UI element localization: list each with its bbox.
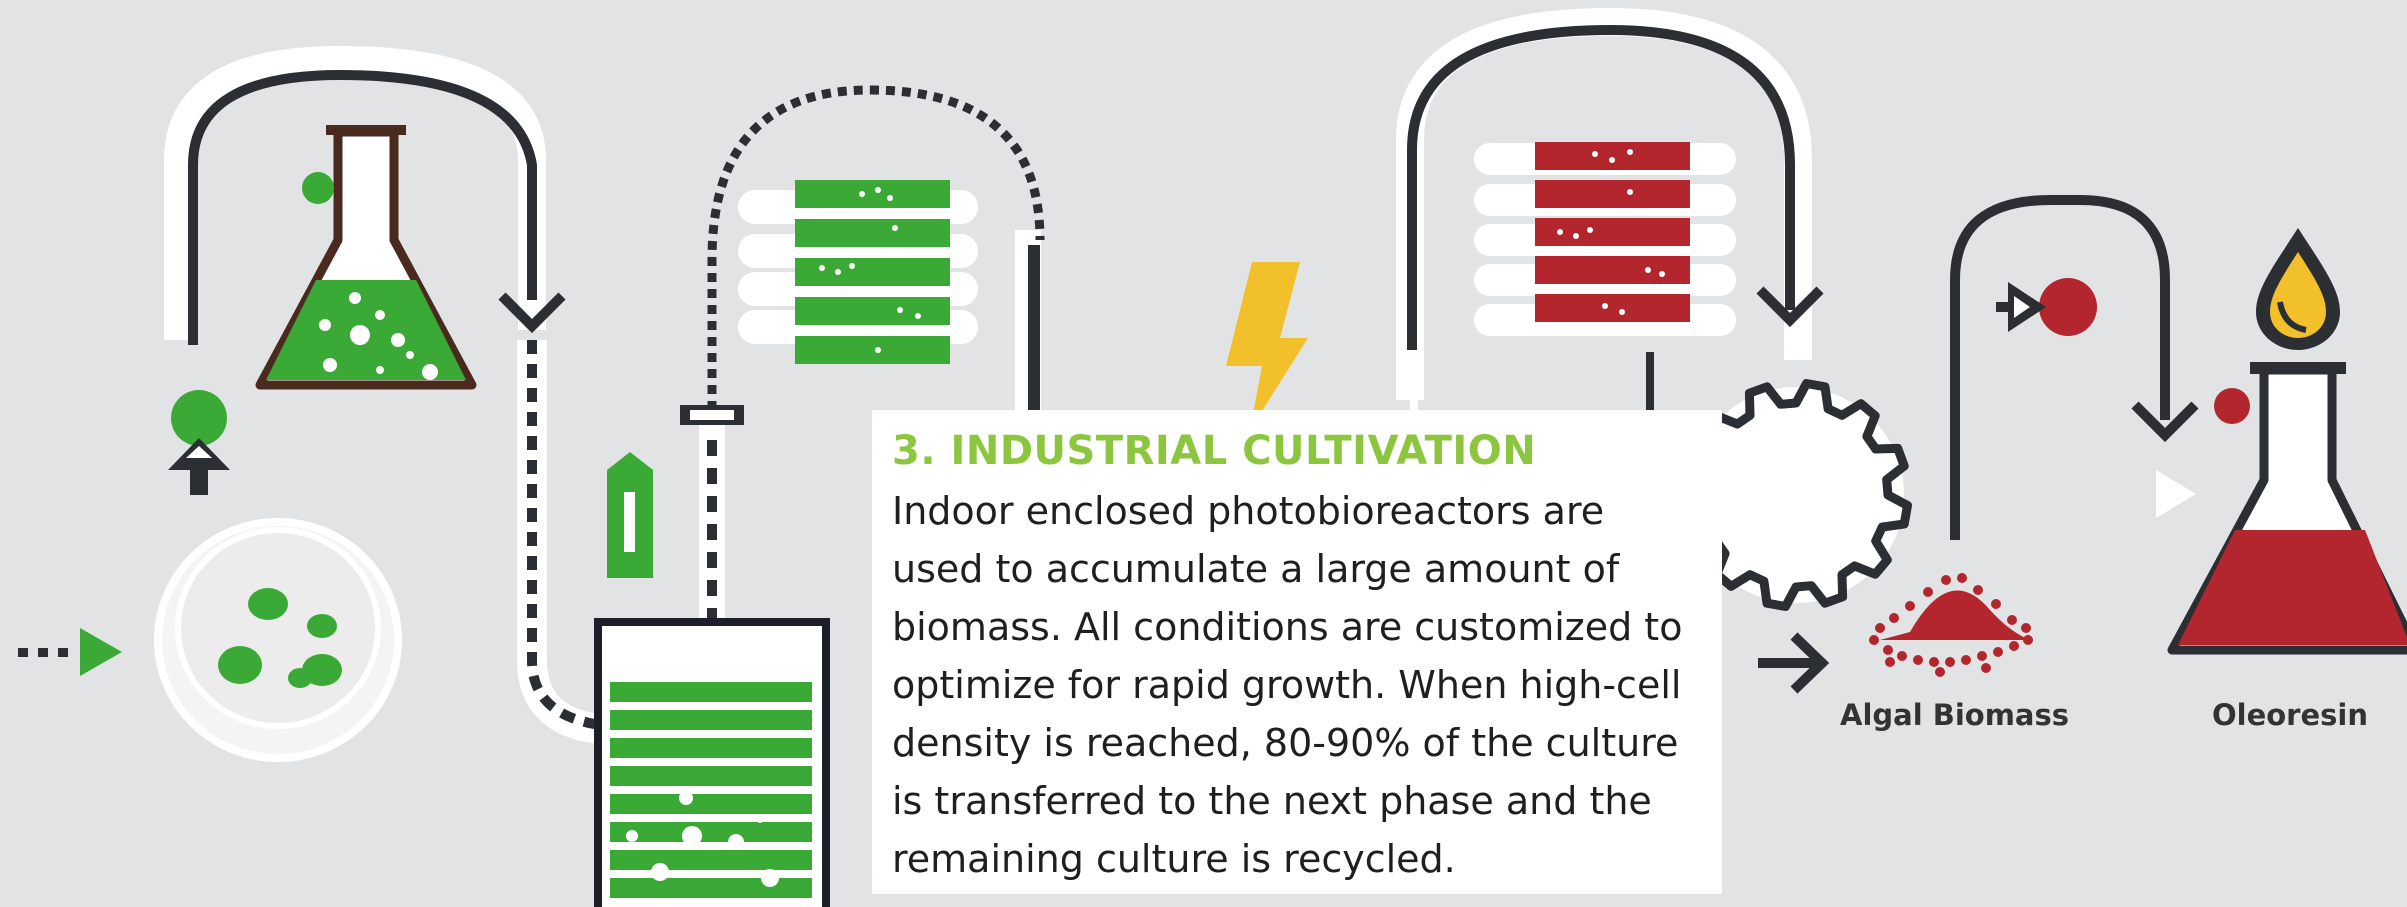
biomass-particle xyxy=(2009,641,2019,651)
biomass-particle xyxy=(1977,651,1987,661)
biomass-particle xyxy=(1993,647,2003,657)
biomass-particle xyxy=(1897,651,1907,661)
biomass-particle xyxy=(1935,667,1945,677)
play-marker-icon xyxy=(2156,470,2196,518)
popup-title: 3. INDUSTRIAL CULTIVATION xyxy=(892,428,1537,474)
dark-arc-left xyxy=(188,69,537,345)
red-cell-dot xyxy=(2214,388,2250,424)
red-photobioreactor-icon xyxy=(1474,142,1736,336)
biomass-particle xyxy=(1973,585,1983,595)
flask-icon xyxy=(255,125,477,390)
biomass-pile-body xyxy=(1880,590,2030,640)
arrow-right-red-icon xyxy=(1996,278,2097,336)
biomass-particle xyxy=(1923,587,1933,597)
arc-foot xyxy=(1410,350,1418,410)
white-arc-right xyxy=(1396,7,1812,400)
valve-icon xyxy=(680,405,744,625)
biomass-particle xyxy=(1961,655,1971,665)
biomass-particle xyxy=(1905,601,1915,611)
white-arc-left xyxy=(164,45,546,340)
popup-body: Indoor enclosed photobioreactors are use… xyxy=(892,489,1683,881)
biomass-particle xyxy=(1929,657,1939,667)
green-cell-dot xyxy=(302,172,334,204)
bioreactor-tank-icon xyxy=(594,618,830,907)
petri-dish-icon xyxy=(154,518,402,762)
bottle-icon xyxy=(607,452,653,578)
arrow-down-icon xyxy=(2131,401,2199,443)
biomass-particle xyxy=(1945,657,1955,667)
biomass-particle xyxy=(2023,635,2033,645)
biomass-particle xyxy=(1889,613,1899,623)
dark-arc-right xyxy=(1407,24,1795,350)
biomass-particle xyxy=(1885,657,1895,667)
biomass-particle xyxy=(2007,615,2017,625)
biomass-particle xyxy=(1913,655,1923,665)
dotted-arrow-icon xyxy=(18,628,122,676)
label-oleoresin: Oleoresin xyxy=(2212,698,2369,732)
gear-icon xyxy=(1680,379,1912,611)
biomass-particle xyxy=(1957,573,1967,583)
dark-arc-oleo xyxy=(1950,195,2170,540)
oleoresin-flask-icon xyxy=(2167,362,2407,655)
label-algal-biomass: Algal Biomass xyxy=(1840,698,2070,732)
arrow-down-icon xyxy=(498,292,566,334)
arrow-right-icon xyxy=(1758,632,1830,694)
pipe xyxy=(1646,352,1654,412)
biomass-particle xyxy=(1991,599,2001,609)
lightning-icon xyxy=(1226,262,1308,430)
biomass-particle xyxy=(1941,575,1951,585)
biomass-particle xyxy=(1883,645,1893,655)
biomass-particle xyxy=(1981,663,1991,673)
green-cell-dot xyxy=(171,390,227,446)
flame-drop-icon xyxy=(2256,228,2340,350)
biomass-particle xyxy=(2021,623,2031,633)
biomass-pile-icon xyxy=(1869,573,2033,677)
biomass-particle xyxy=(1875,623,1885,633)
arrow-down-icon xyxy=(1756,286,1824,328)
info-popup: 3. INDUSTRIAL CULTIVATION Indoor enclose… xyxy=(872,410,1722,894)
biomass-particle xyxy=(1869,635,1879,645)
dashed-tube xyxy=(527,340,601,730)
arrow-up-icon xyxy=(168,438,230,495)
